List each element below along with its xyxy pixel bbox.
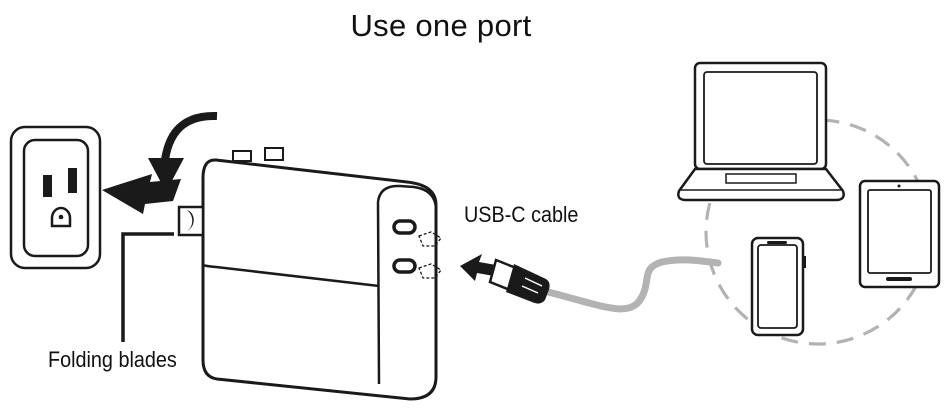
usb-c-port-bottom: [392, 258, 417, 274]
tablet-icon: [858, 179, 941, 289]
wall-outlet-icon: [9, 125, 102, 270]
usb-c-cable: [544, 256, 722, 313]
port-highlight-icon: [418, 231, 442, 279]
page-title: Use one port: [350, 8, 532, 43]
charger-icon: [177, 147, 438, 401]
usb-c-plug-icon: [488, 258, 550, 304]
insert-arrow-icon: [460, 254, 496, 281]
curved-arrow-icon: [148, 111, 218, 192]
phone-icon: [750, 236, 806, 337]
usb-c-cable-label: USB-C cable: [464, 202, 579, 227]
laptop-icon: [677, 61, 845, 202]
usb-c-port-top: [392, 219, 417, 235]
folding-blades-leader: [121, 232, 174, 342]
push-arrow-icon: [102, 174, 181, 214]
folding-blades-label: Folding blades: [48, 347, 177, 372]
